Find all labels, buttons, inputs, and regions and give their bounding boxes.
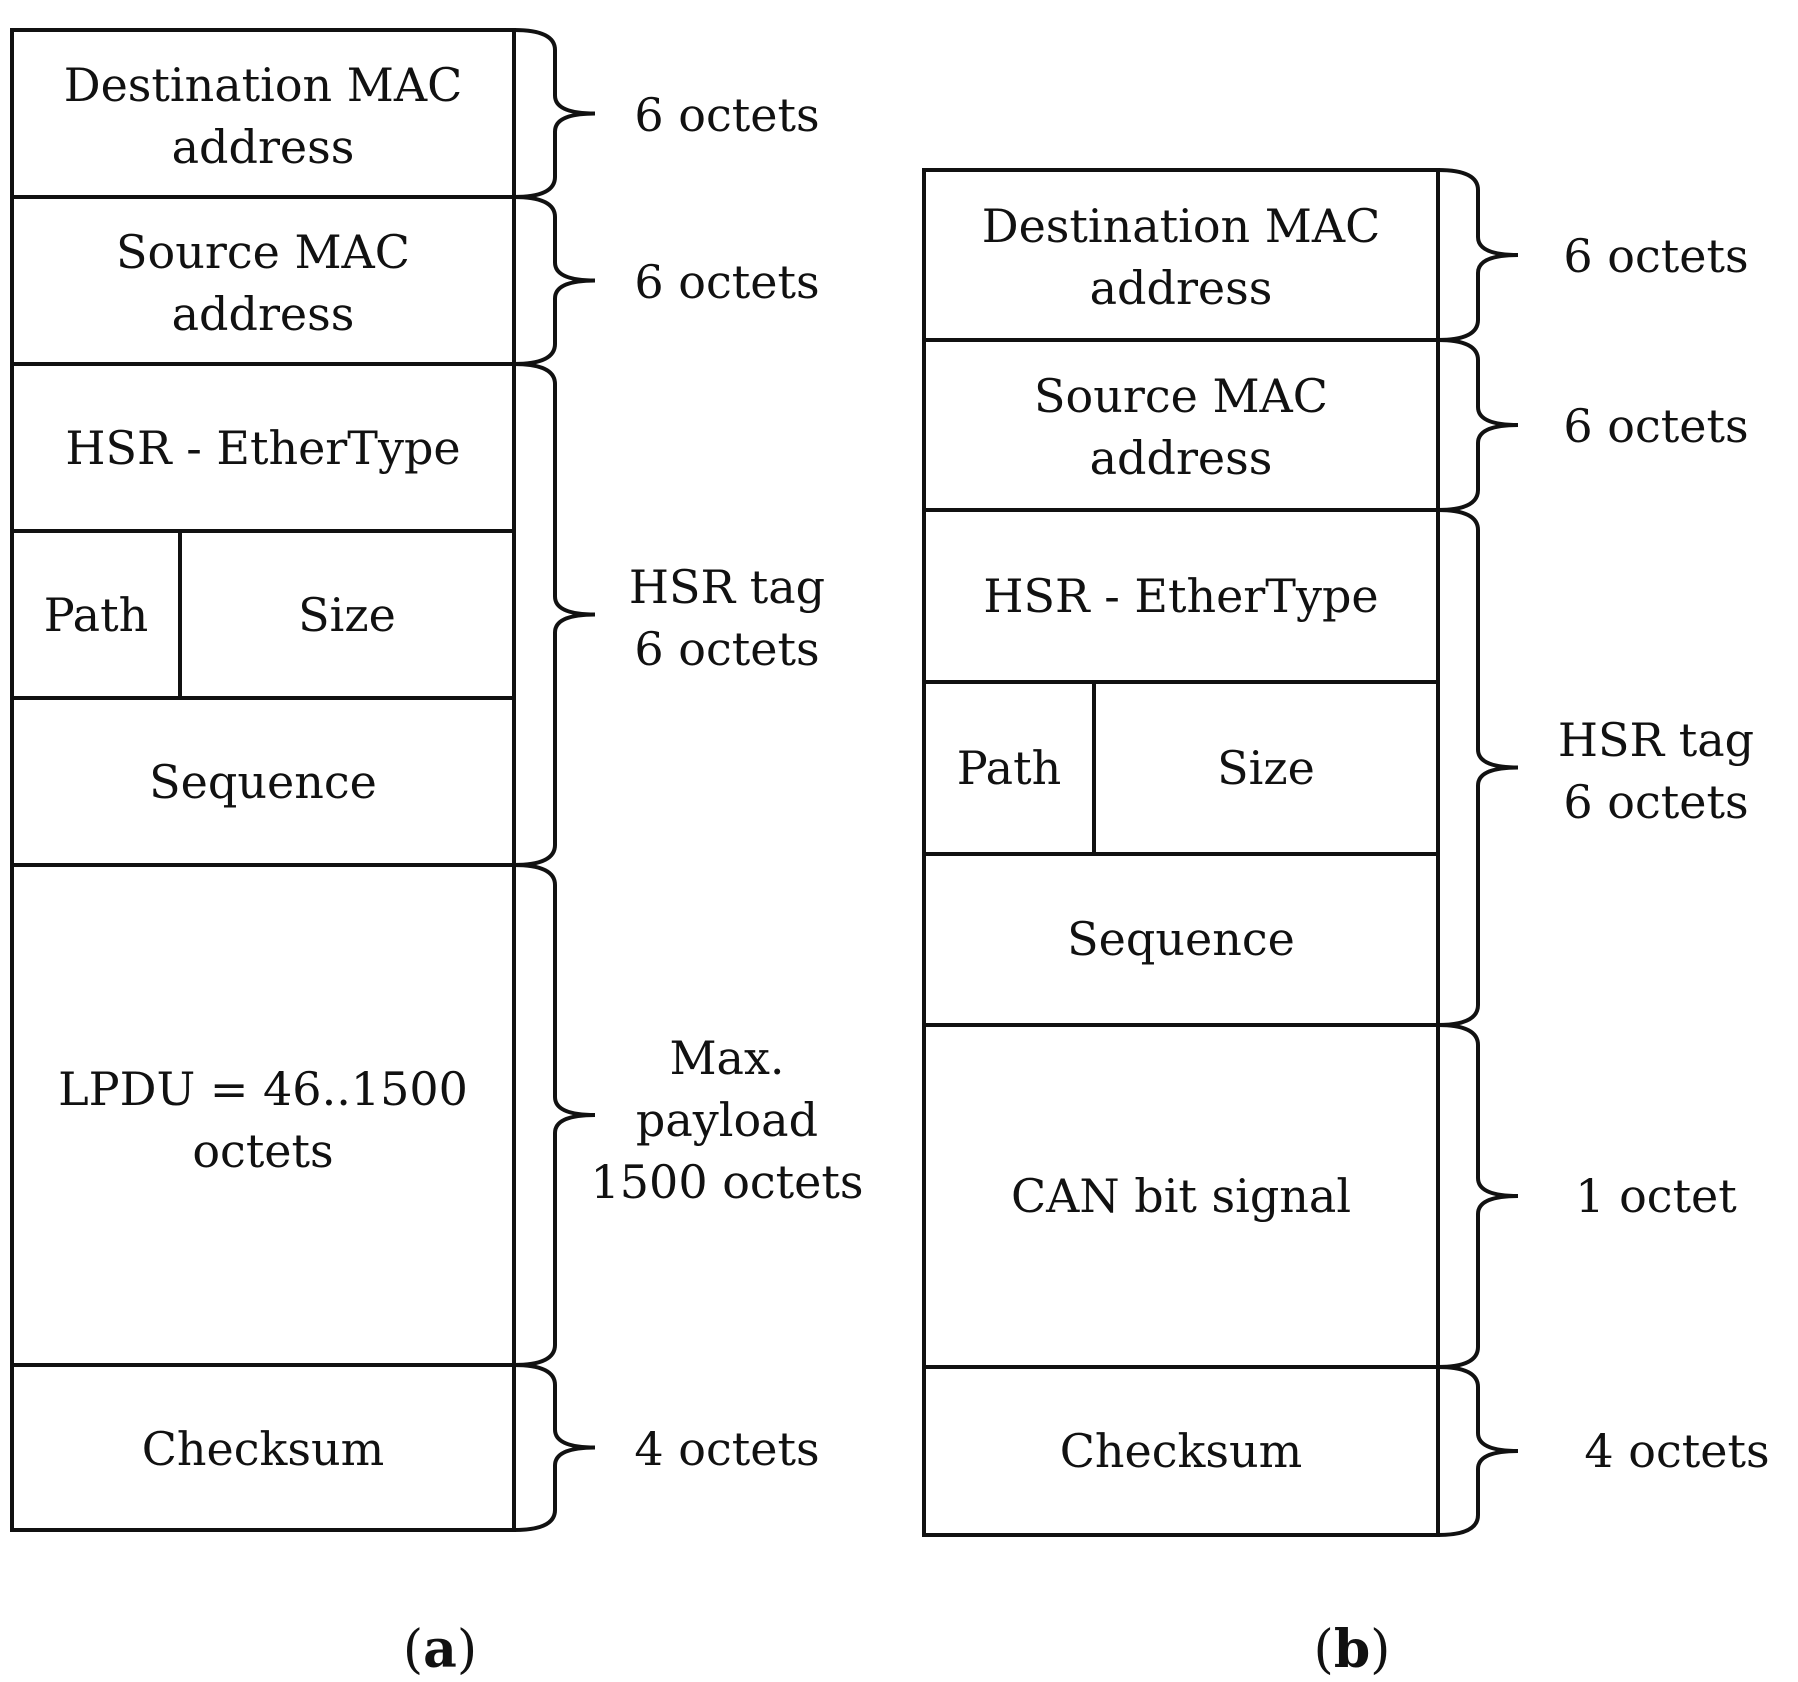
caption-b-open: ( xyxy=(1314,1620,1334,1680)
field-a-checksum: Checksum xyxy=(142,1422,385,1476)
field-a-src-mac-line1: Source MAC xyxy=(116,225,410,279)
brace-a-checksum xyxy=(513,1363,596,1532)
field-b-ethertype: HSR - EtherType xyxy=(983,569,1378,623)
caption-a-letter: a xyxy=(423,1619,457,1680)
brace-a-payload xyxy=(513,863,596,1367)
field-a-dest-mac-line1: Destination MAC xyxy=(64,58,463,112)
caption-b: (b) xyxy=(1314,1619,1391,1680)
note-b-can-bit: 1 octet xyxy=(1575,1169,1737,1223)
brace-b-src-mac xyxy=(1437,338,1519,512)
field-a-dest-mac-line2: address xyxy=(172,120,355,174)
caption-a-open: ( xyxy=(403,1620,423,1680)
note-a-hsr-tag-line2: 6 octets xyxy=(634,622,819,676)
frame-a xyxy=(10,28,596,1532)
note-a-payload-line2: payload xyxy=(636,1093,818,1147)
brace-a-dest-mac xyxy=(513,28,596,199)
field-a-src-mac-line2: address xyxy=(172,287,355,341)
field-b-dest-mac-line1: Destination MAC xyxy=(982,199,1381,253)
note-b-src-mac: 6 octets xyxy=(1563,399,1748,453)
note-b-hsr-tag-line1: HSR tag xyxy=(1558,713,1754,767)
brace-b-hsr-tag xyxy=(1437,508,1519,1027)
field-a-ethertype: HSR - EtherType xyxy=(65,421,460,475)
brace-b-can-bit xyxy=(1437,1023,1519,1369)
note-a-src-mac: 6 octets xyxy=(634,255,819,309)
field-b-checksum: Checksum xyxy=(1060,1424,1303,1478)
note-b-checksum: 4 octets xyxy=(1584,1424,1769,1478)
brace-b-checksum xyxy=(1437,1365,1519,1537)
field-a-lpdu-line2: octets xyxy=(192,1124,333,1178)
field-a-lpdu-line1: LPDU = 46..1500 xyxy=(58,1062,468,1116)
field-b-src-mac-line2: address xyxy=(1090,431,1273,485)
note-a-hsr-tag-line1: HSR tag xyxy=(629,560,825,614)
note-a-dest-mac: 6 octets xyxy=(634,88,819,142)
note-a-checksum: 4 octets xyxy=(634,1422,819,1476)
note-b-dest-mac: 6 octets xyxy=(1563,229,1748,283)
caption-b-close: ) xyxy=(1370,1620,1390,1680)
brace-a-src-mac xyxy=(513,195,596,366)
field-a-path: Path xyxy=(44,588,148,642)
note-a-payload-line3: 1500 octets xyxy=(591,1155,864,1209)
caption-a: (a) xyxy=(403,1619,477,1680)
note-a-payload-line1: Max. xyxy=(669,1031,784,1085)
field-b-src-mac-line1: Source MAC xyxy=(1034,369,1328,423)
note-b-hsr-tag-line2: 6 octets xyxy=(1563,775,1748,829)
field-b-path: Path xyxy=(957,741,1061,795)
field-b-sequence: Sequence xyxy=(1067,912,1295,966)
caption-b-letter: b xyxy=(1334,1619,1370,1680)
field-b-size: Size xyxy=(1217,741,1315,795)
frame-b xyxy=(922,168,1519,1537)
caption-a-close: ) xyxy=(457,1620,477,1680)
brace-a-hsr-tag xyxy=(513,362,596,867)
brace-b-dest-mac xyxy=(1437,168,1519,342)
field-b-dest-mac-line2: address xyxy=(1090,261,1273,315)
field-a-sequence: Sequence xyxy=(149,755,377,809)
field-b-can-bit: CAN bit signal xyxy=(1011,1169,1351,1223)
field-a-size: Size xyxy=(298,588,396,642)
